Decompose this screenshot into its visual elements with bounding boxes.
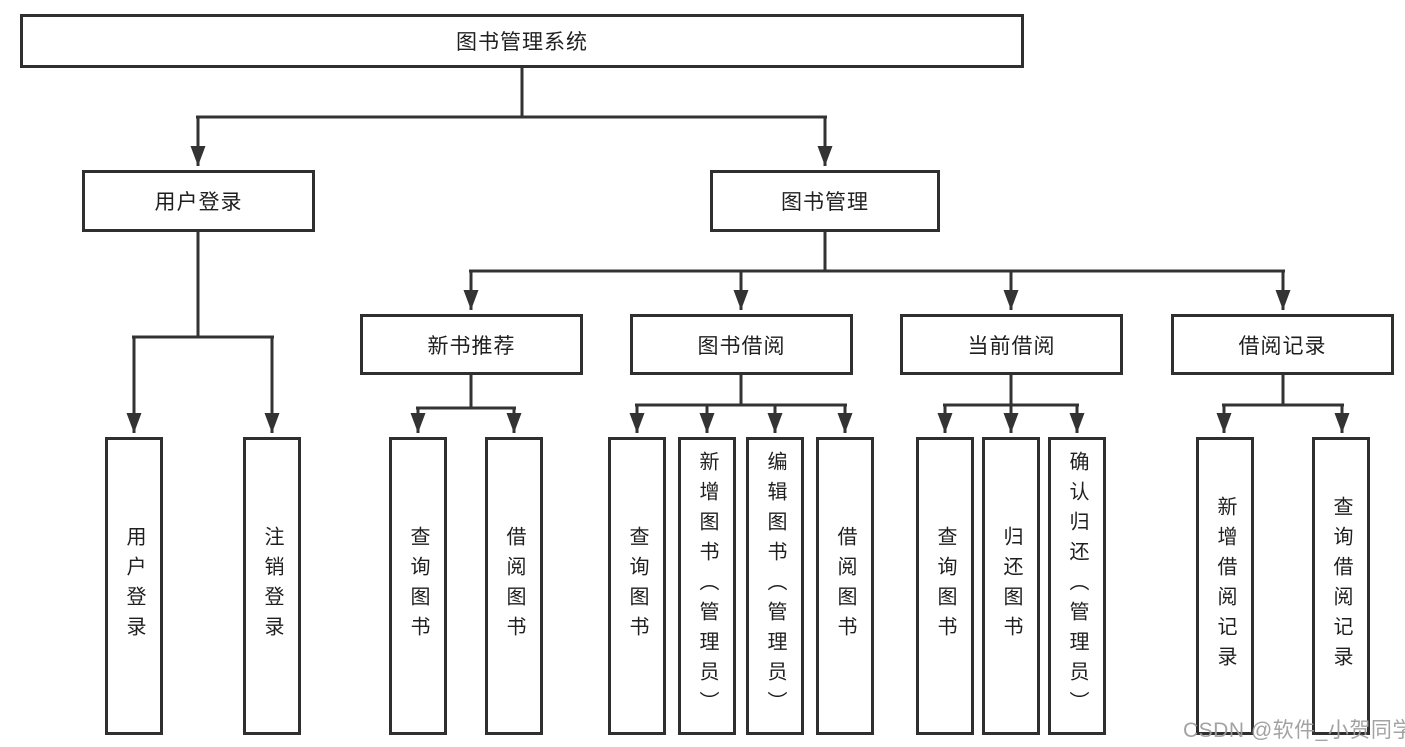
node-label: 注销登录 [261, 526, 283, 646]
node-label: 用户登录 [123, 526, 145, 646]
node-label: 新增图书（管理员） [696, 451, 718, 721]
node-leaf-borrow-books: 借阅图书 [816, 437, 874, 735]
connector-root-to-level2 [190, 68, 833, 166]
node-leaf-query-books-current: 查询图书 [916, 437, 974, 735]
node-label: 借阅图书 [834, 526, 856, 646]
connector-new-book-recommend-to-leaves [410, 375, 522, 433]
node-leaf-query-books-borrowing: 查询图书 [608, 437, 666, 735]
node-leaf-query-books-recommend: 查询图书 [389, 437, 447, 735]
node-label: 图书借阅 [697, 334, 786, 358]
node-leaf-confirm-return-admin: 确认归还（管理员） [1048, 437, 1106, 735]
node-book-borrowing: 图书借阅 [630, 314, 853, 375]
node-leaf-logout: 注销登录 [243, 437, 301, 735]
connector-book-borrowing-to-leaves [629, 375, 853, 433]
connector-borrowing-records-to-leaves [1216, 375, 1350, 433]
node-new-book-recommend: 新书推荐 [360, 314, 583, 375]
node-leaf-user-login: 用户登录 [105, 437, 163, 735]
connector-user-login-to-leaves [126, 232, 280, 433]
node-leaf-borrow-books-recommend: 借阅图书 [485, 437, 543, 735]
node-leaf-return-books: 归还图书 [982, 437, 1040, 735]
node-label: 用户登录 [154, 191, 243, 214]
node-leaf-query-borrow-record: 查询借阅记录 [1312, 437, 1370, 735]
node-leaf-edit-books-admin: 编辑图书（管理员） [746, 437, 804, 735]
node-label: 编辑图书（管理员） [764, 451, 786, 721]
node-label: 借阅记录 [1238, 334, 1327, 358]
node-label: 图书管理系统 [456, 31, 588, 54]
node-borrowing-records: 借阅记录 [1171, 314, 1394, 375]
node-label: 归还图书 [1000, 526, 1022, 646]
node-label: 确认归还（管理员） [1066, 451, 1088, 721]
node-leaf-add-borrow-record: 新增借阅记录 [1196, 437, 1254, 735]
csdn-watermark: CSDN @软件_小贺同学 [1183, 719, 1405, 742]
node-current-borrowing: 当前借阅 [900, 314, 1123, 375]
node-label: 查询图书 [934, 526, 956, 646]
node-label: 图书管理 [781, 191, 869, 214]
node-book-management-branch: 图书管理 [710, 170, 940, 232]
connector-current-borrowing-to-leaves [937, 375, 1085, 433]
node-leaf-add-books-admin: 新增图书（管理员） [678, 437, 736, 735]
node-label: 新增借阅记录 [1214, 496, 1236, 676]
connector-book-management-to-level3 [463, 232, 1291, 310]
node-label: 查询借阅记录 [1330, 496, 1352, 676]
node-label: 借阅图书 [503, 526, 525, 646]
node-label: 查询图书 [407, 526, 429, 646]
node-root-library-system: 图书管理系统 [20, 14, 1024, 68]
node-label: 新书推荐 [427, 334, 516, 358]
node-label: 当前借阅 [967, 334, 1056, 358]
node-user-login-branch: 用户登录 [82, 170, 315, 232]
node-label: 查询图书 [626, 526, 648, 646]
